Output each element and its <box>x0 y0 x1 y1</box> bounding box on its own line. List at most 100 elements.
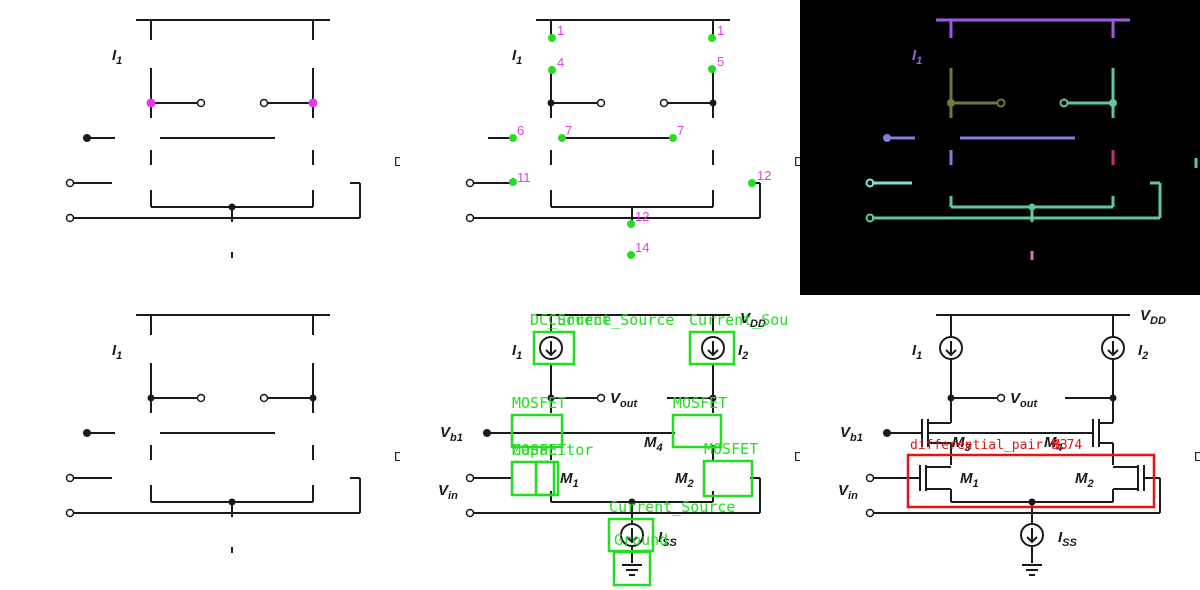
detection-box <box>510 413 564 449</box>
junction-dot <box>147 394 155 402</box>
vb1-terminal <box>483 429 491 437</box>
label-i2: I2 <box>738 342 748 362</box>
keypoints <box>509 34 756 259</box>
label-vdd: VDD <box>740 310 766 330</box>
segmentation-drawing: I1 <box>865 18 1198 260</box>
node-num: 5 <box>717 54 724 69</box>
masked-wires <box>72 314 361 553</box>
detection-box <box>702 459 754 498</box>
label-i1: I1 <box>112 342 122 362</box>
terminal-open <box>259 98 269 108</box>
detection-label: MOSFET <box>673 394 727 412</box>
panel-wire-segmentation: I1 <box>800 0 1200 295</box>
junction-dot <box>709 99 717 107</box>
differential-pair-label: differential_pair 0.74 <box>910 438 1082 453</box>
vin-terminal <box>865 473 875 483</box>
wire-segments <box>872 18 1198 260</box>
detection-label: Capacitor <box>512 441 593 459</box>
node-num: 4 <box>557 55 564 70</box>
detection-box <box>534 460 560 497</box>
label-m1: M1 <box>960 470 979 490</box>
label-vdd: VDD <box>1140 307 1166 327</box>
vin-terminal <box>465 178 475 188</box>
node-num: 7 <box>565 123 572 138</box>
label-i1-segmented: I1 <box>912 47 922 67</box>
edge-char: D <box>394 154 400 169</box>
vin-terminal-2 <box>465 213 475 223</box>
panel-subcircuit-grouping: I1 I2 VDD Vout Vb1 Vin M1 M2 M3 M4 ISS D… <box>800 295 1200 590</box>
edge-char: D <box>394 449 400 464</box>
node-num: 6 <box>517 123 524 138</box>
segment-terminal <box>1059 98 1069 108</box>
label-m3: M3 <box>952 434 971 454</box>
masked-wires <box>472 19 761 222</box>
label-vb1: Vb1 <box>440 424 463 444</box>
schematic-wires <box>872 314 1161 563</box>
junction-dot <box>547 394 555 402</box>
label-i2: I2 <box>1138 342 1148 362</box>
junction-dot <box>547 99 555 107</box>
tail-junction <box>1028 498 1036 506</box>
node-num: 12 <box>757 168 771 183</box>
detection-box <box>510 460 556 497</box>
vout-terminal <box>196 393 206 403</box>
vout-terminal <box>996 393 1006 403</box>
node-num: 11 <box>517 170 531 185</box>
detection-label: DC_Source <box>530 311 611 329</box>
label-vout: Vout <box>610 390 638 410</box>
detection-label: MOSFET <box>704 440 758 458</box>
vin-terminal-2 <box>865 508 875 518</box>
tail-junction <box>228 498 236 506</box>
junction-marker <box>146 98 156 108</box>
junction-dot <box>309 394 317 402</box>
label-iss: ISS <box>1058 529 1078 549</box>
keypoints-drawing: 1 1 4 5 6 7 7 11 12 12 14 I1 D <box>465 19 800 259</box>
label-m4: M4 <box>1044 434 1063 454</box>
edge-char: D <box>794 154 800 169</box>
segment-terminal <box>865 178 875 188</box>
node-num: 12 <box>635 209 649 224</box>
junction-dot <box>947 394 955 402</box>
vin-terminal-2 <box>465 508 475 518</box>
terminal-open <box>259 393 269 403</box>
label-i1: I1 <box>512 47 522 67</box>
vin-terminal <box>65 178 75 188</box>
node-num: 14 <box>635 240 649 255</box>
detection-label: Ground <box>614 531 668 549</box>
label-vb1: Vb1 <box>840 424 863 444</box>
detection-box <box>532 330 576 366</box>
segment-terminal <box>996 98 1006 108</box>
label-m4: M4 <box>644 434 663 454</box>
differential-pair-box <box>906 453 1156 509</box>
vout-terminal <box>596 393 606 403</box>
ground-symbol <box>622 564 642 576</box>
panel-component-detections: I1 I2 VDD Vout Vb1 Vin M1 M2 M4 ISS D DC… <box>400 295 800 590</box>
label-i1: I1 <box>112 47 122 67</box>
segment-terminal <box>865 213 875 223</box>
detection-box <box>688 330 736 366</box>
detections-drawing: I1 I2 VDD Vout Vb1 Vin M1 M2 M4 ISS D DC… <box>438 310 800 587</box>
vin-terminal <box>65 473 75 483</box>
edge-char: D <box>1194 449 1200 464</box>
label-i1: I1 <box>512 342 522 362</box>
vout-terminal <box>196 98 206 108</box>
node-num: 1 <box>557 23 564 38</box>
label-m2: M2 <box>1075 470 1094 490</box>
terminal-open <box>659 98 669 108</box>
detection-box <box>612 550 652 587</box>
label-iss: ISS <box>658 529 678 549</box>
detection-label: Current_Sou <box>689 311 788 329</box>
segment-node <box>1109 99 1117 107</box>
detection-box <box>671 413 723 449</box>
node-num: 7 <box>677 123 684 138</box>
vb1-terminal <box>883 429 891 437</box>
panel-node-keypoints: 1 1 4 5 6 7 7 11 12 12 14 I1 D <box>400 0 800 295</box>
vb1-terminal <box>83 429 91 437</box>
segment-node <box>883 134 891 142</box>
current-source-symbols <box>539 336 725 547</box>
tail-junction <box>228 203 236 211</box>
ground-symbol <box>1022 564 1042 576</box>
label-vin: Vin <box>438 482 458 502</box>
node-num: 1 <box>717 23 724 38</box>
detection-label: MOSFET <box>512 441 566 459</box>
